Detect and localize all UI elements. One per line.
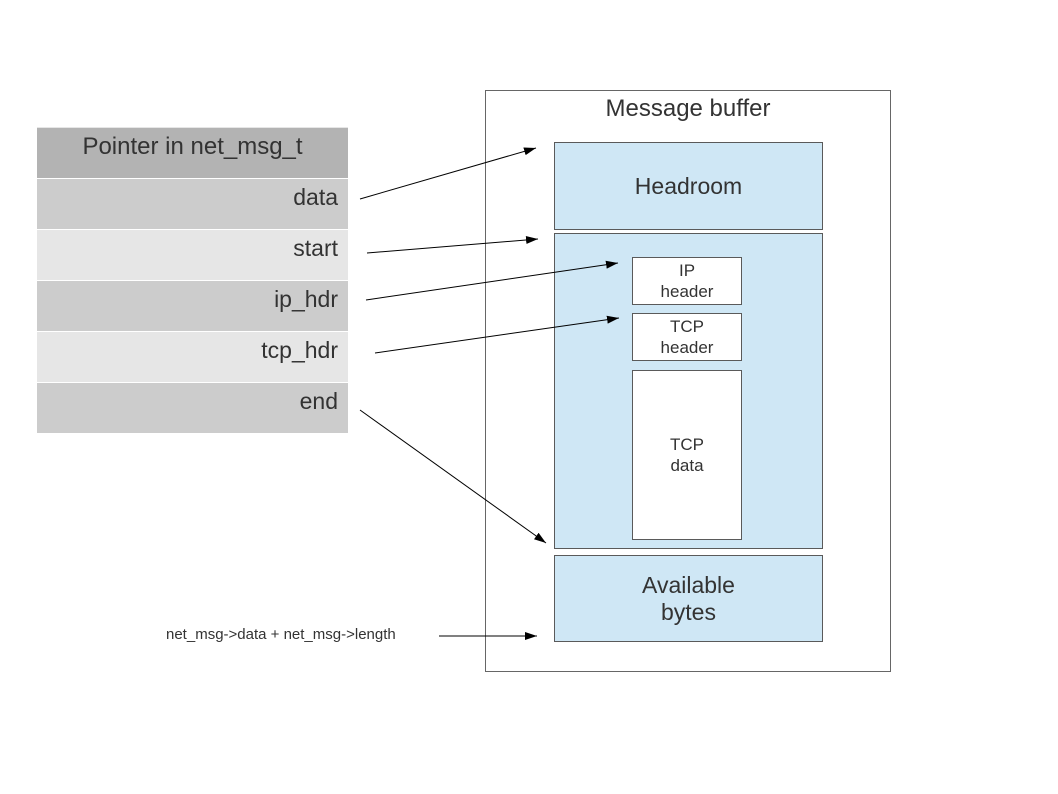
pointer-row-start: start — [37, 229, 348, 280]
tcp-header-label-2: header — [660, 338, 714, 357]
tcp-data-label-2: data — [670, 456, 704, 475]
ip-header-block: IP header — [632, 257, 742, 305]
arrow-ip-hdr — [365, 260, 619, 301]
arrow-data — [359, 147, 537, 200]
available-label-2: bytes — [661, 598, 716, 625]
ip-header-label-1: IP — [678, 261, 696, 280]
pointer-row-ip-hdr: ip_hdr — [37, 280, 348, 331]
available-label-1: Available — [642, 571, 735, 598]
length-note: net_msg->data + net_msg->length — [166, 626, 396, 643]
arrow-end — [359, 409, 547, 544]
pointer-row-data: data — [37, 178, 348, 229]
headroom-label: Headroom — [634, 172, 743, 199]
pointer-row-end: end — [37, 382, 348, 433]
message-buffer-title: Message buffer — [605, 95, 771, 122]
arrow-tcp-hdr — [374, 315, 620, 354]
tcp-data-label-1: TCP — [670, 435, 704, 454]
arrow-start — [366, 235, 539, 254]
pointer-row-tcp-hdr: tcp_hdr — [37, 331, 348, 382]
headroom-block: Headroom — [554, 142, 823, 230]
pointer-table-title: Pointer in net_msg_t — [37, 127, 348, 178]
tcp-header-label-1: TCP — [670, 317, 704, 336]
tcp-data-block: TCP data — [632, 370, 742, 540]
tcp-header-block: TCP header — [632, 313, 742, 361]
available-bytes-block: Available bytes — [554, 555, 823, 642]
ip-header-label-2: header — [660, 282, 714, 301]
